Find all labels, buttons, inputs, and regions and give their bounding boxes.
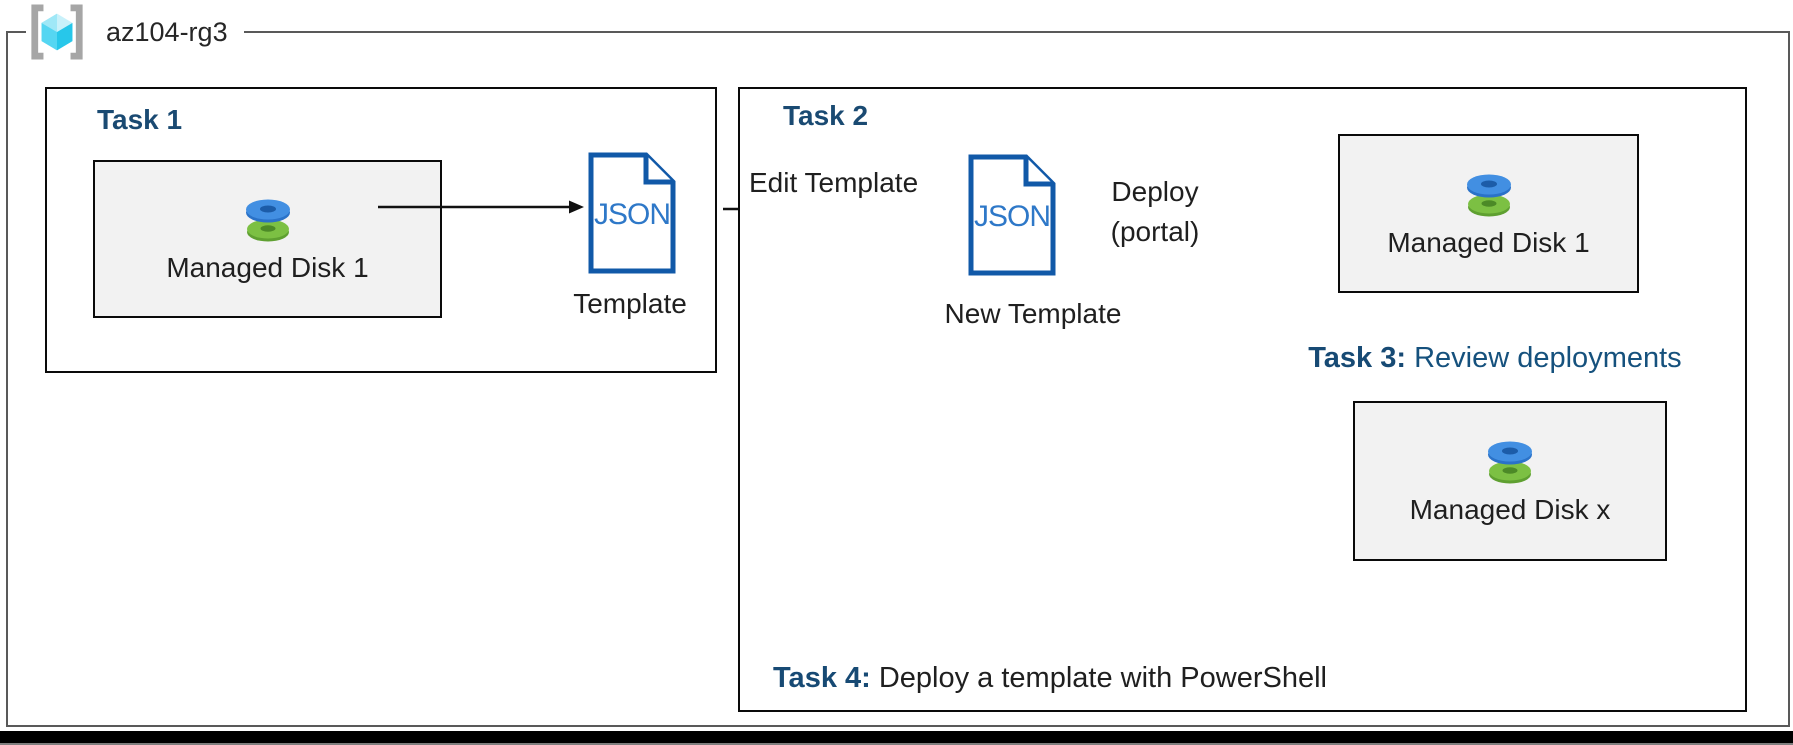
managed-disk-icon xyxy=(1484,436,1536,484)
resource-group-icon xyxy=(26,3,88,61)
json-file-type-label: JSON xyxy=(594,198,670,231)
task2-managed-disk1-label: Managed Disk 1 xyxy=(1387,226,1590,258)
json-file-type-label: JSON xyxy=(974,200,1050,233)
task2-title: Task 2 xyxy=(783,100,869,131)
task3-label: Task 3: xyxy=(1308,342,1407,374)
task2-managed-diskx-box: Managed Disk x xyxy=(1353,401,1667,561)
task2-managed-disk1-box: Managed Disk 1 xyxy=(1338,134,1639,293)
task3-line: Task 3: Review deployments xyxy=(1276,309,1682,408)
task2-managed-diskx-label: Managed Disk x xyxy=(1409,494,1611,525)
template-label: Template xyxy=(573,288,687,319)
resource-group-legend: az104-rg3 xyxy=(26,2,244,62)
task1-managed-disk-label: Managed Disk 1 xyxy=(166,252,369,283)
deploy-portal-sublabel: (portal) xyxy=(1110,216,1200,247)
edit-template-label: Edit Template xyxy=(749,167,919,198)
deploy-label: Deploy xyxy=(1111,176,1199,207)
resource-group-name: az104-rg3 xyxy=(106,16,228,47)
task4-line: Task 4: Deploy a template with PowerShel… xyxy=(773,662,1327,694)
json-file-icon-new-template: JSON xyxy=(966,152,1058,278)
new-template-label: New Template xyxy=(944,298,1122,329)
json-file-icon-template: JSON xyxy=(586,150,678,276)
managed-disk-icon xyxy=(242,194,294,242)
arrow-disk1-to-template xyxy=(378,200,584,214)
task1-title: Task 1 xyxy=(97,104,183,135)
bottom-black-bar xyxy=(0,731,1793,743)
task-list: Task 4: Deploy a template with PowerShel… xyxy=(773,578,1393,745)
task3-text: Review deployments xyxy=(1406,342,1682,374)
bottom-gray-strip xyxy=(0,743,1793,745)
managed-disk-icon xyxy=(1463,169,1515,217)
resource-group-frame xyxy=(6,31,1790,727)
task1-managed-disk-box: Managed Disk 1 xyxy=(93,160,442,318)
